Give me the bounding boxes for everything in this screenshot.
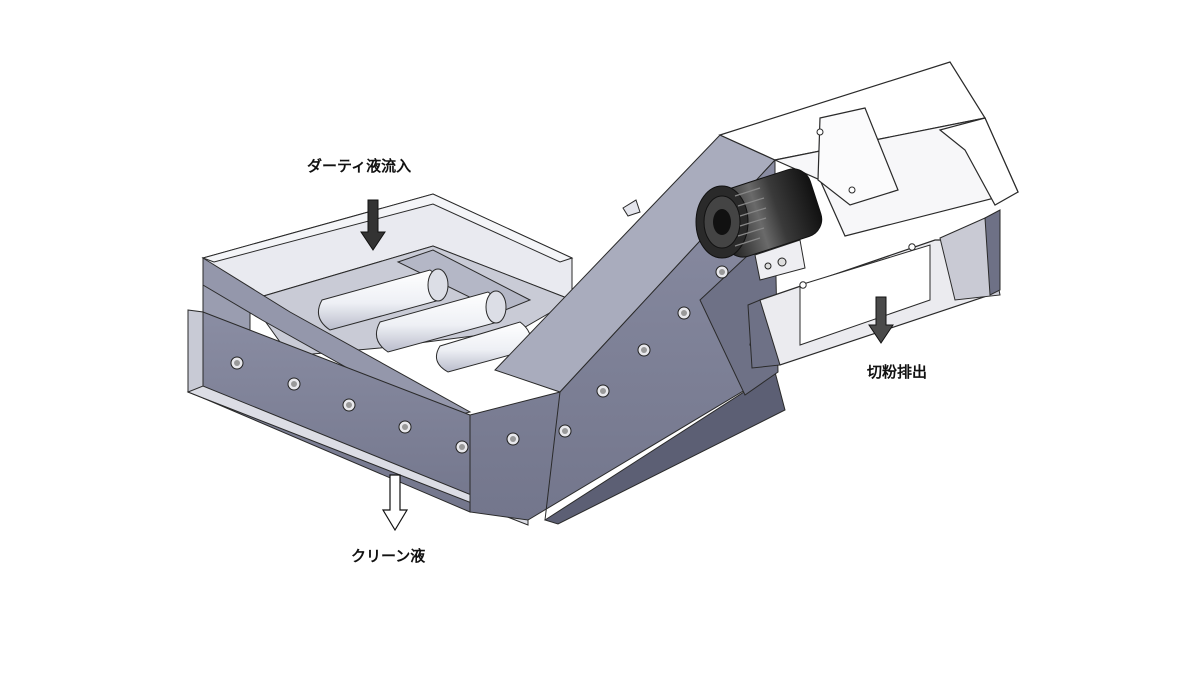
roller — [317, 268, 449, 331]
bolt-icon — [230, 356, 244, 370]
bolt-icon — [455, 440, 469, 454]
motor-icon — [695, 168, 823, 281]
bolt-icon — [799, 281, 807, 289]
bolts — [230, 265, 729, 454]
tank-body — [186, 193, 574, 526]
bolt-icon — [287, 377, 301, 391]
bolt-icon — [506, 432, 520, 446]
bolt-icon — [816, 128, 824, 136]
clean-outlet-label: クリーン液 — [351, 547, 426, 565]
arrow-down-icon — [381, 474, 409, 532]
dirty-inlet-label: ダーティ液流入 — [307, 157, 412, 175]
chip-discharge-label: 切粉排出 — [867, 363, 928, 381]
head-housing — [718, 61, 1019, 369]
roller — [375, 290, 507, 353]
bolt-icon — [908, 243, 916, 251]
bolt-icon — [715, 265, 729, 279]
bolt-icon — [596, 384, 610, 398]
arrow-down-icon — [868, 296, 894, 344]
bolt-icon — [848, 186, 856, 194]
bolt-icon — [558, 424, 572, 438]
rollers — [317, 268, 532, 373]
bolt-icon — [677, 306, 691, 320]
bolt-icon — [637, 343, 651, 357]
bolt-icon — [342, 398, 356, 412]
bolt-icon — [398, 420, 412, 434]
arrow-down-icon — [360, 199, 386, 251]
